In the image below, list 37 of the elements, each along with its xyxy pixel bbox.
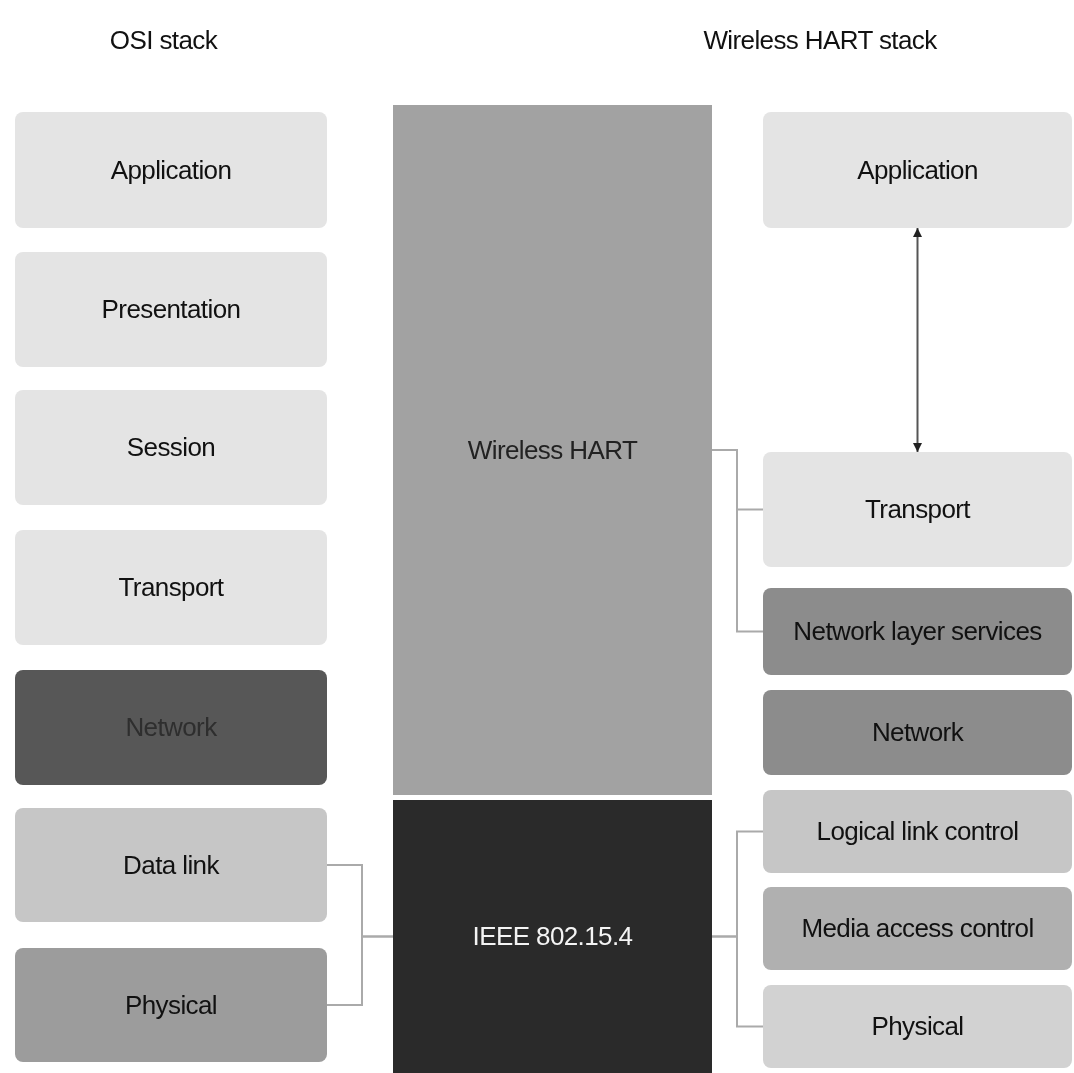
layer-name: Physical (871, 1012, 964, 1041)
layer-name: Application (857, 155, 978, 185)
layer-box (15, 670, 327, 785)
bracket-line (326, 935, 394, 1006)
layer-name: Network layer services (793, 617, 1042, 646)
layer-box (15, 112, 327, 228)
layer-name: Application (110, 155, 232, 185)
layer-name: Session (126, 433, 216, 462)
layer-box (763, 112, 1072, 228)
arrow (913, 227, 922, 453)
layer-box (763, 790, 1072, 873)
stack-heading: Wireless HART stack (702, 25, 938, 56)
layer-box (15, 252, 327, 367)
stack-heading: OSI stack (108, 25, 219, 56)
layer-name: Network (871, 718, 964, 747)
layer-box (15, 948, 327, 1062)
bracket-line (711, 449, 764, 633)
layer-box (763, 588, 1072, 675)
layer-box (763, 690, 1072, 775)
stack-block (393, 800, 712, 1073)
layer-box (763, 452, 1072, 567)
layer-name: Logical link control (816, 817, 1019, 846)
layer-name: Presentation (101, 295, 241, 324)
layer-name: Wireless HART (467, 435, 638, 465)
layer-name: Transport (118, 573, 224, 602)
layer-box (763, 985, 1072, 1068)
stack-block (393, 105, 712, 795)
bracket-line (711, 935, 764, 1028)
layer-name: Media access control (801, 914, 1034, 943)
layer-name: Transport (865, 495, 970, 524)
layer-name: Physical (125, 990, 217, 1020)
layer-box (763, 887, 1072, 970)
layer-box (15, 530, 327, 645)
layer-box (15, 390, 327, 505)
layer-box (15, 808, 327, 922)
layer-name: Data link (123, 850, 219, 880)
layer-name: IEEE 802.15.4 (472, 922, 633, 951)
